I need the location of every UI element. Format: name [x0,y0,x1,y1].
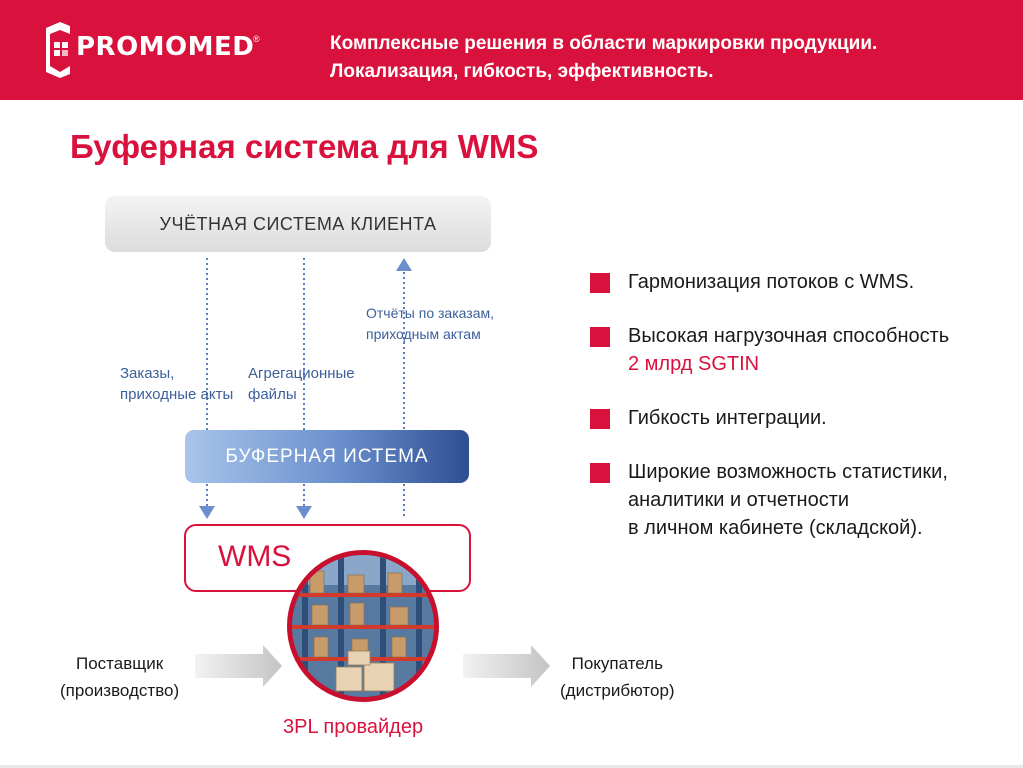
tagline-line-2: Локализация, гибкость, эффективность. [330,61,714,82]
client-accounting-system-box: УЧЁТНАЯ СИСТЕМА КЛИЕНТА [105,196,491,252]
flow-label-reports: Отчёты по заказам, приходным актам [366,303,494,345]
page-title: Буферная система для WMS [70,128,539,165]
benefit-item: Гибкость интеграции. [590,404,1010,432]
benefit-item: Широкие возможность статистики, аналитик… [590,458,1010,542]
flow-label-orders-line-2: приходные акты [120,386,234,403]
logo-wordmark: PROMOMED [76,32,255,62]
benefit-text-line-1: Широкие возможность статистики, [628,461,948,483]
flow-label-reports-line-1: Отчёты по заказам, [366,305,494,321]
warehouse-racks-illustration [292,555,434,697]
header-tagline: Комплексные решения в области маркировки… [330,30,877,86]
promomed-logo[interactable]: PROMOMED ® [40,22,300,78]
orders-arrow-down-icon [199,506,215,519]
benefit-text: Гармонизация потоков с WMS. [628,271,915,293]
provider-label: 3PL провайдер [283,716,424,738]
flow-label-aggregation: Агрегационные файлы [248,363,355,405]
supplier-label-line-2: (производство) [60,681,180,700]
flow-label-orders-line-1: Заказы, [120,365,175,382]
benefit-text-line-3: в личном кабинете (складской). [628,517,923,539]
buyer-label-line-1: Покупатель [571,654,663,673]
warehouse-image [287,550,439,702]
benefit-text-line-2: аналитики и отчетности [628,489,850,511]
aggregation-arrow-down-icon [296,506,312,519]
flow-label-aggregation-line-1: Агрегационные [248,365,355,382]
header-bar: PROMOMED ® Комплексные решения в области… [0,0,1023,100]
tagline-line-1: Комплексные решения в области маркировки… [330,33,878,54]
flow-label-aggregation-line-2: файлы [248,386,297,403]
supplier-arrow-icon [195,645,282,687]
benefit-item: Гармонизация потоков с WMS. [590,268,1010,296]
benefit-text: Гибкость интеграции. [628,407,827,429]
reports-arrow-up-icon [396,258,412,271]
supplier-label-line-1: Поставщик [75,654,164,673]
logo-shield-icon [46,22,70,78]
buyer-label: Покупатель (дистрибютор) [560,650,675,704]
footer-divider [0,765,1023,768]
red-square-bullet-icon [590,273,610,293]
benefit-item: Высокая нагрузочная способность 2 млрд S… [590,322,1010,378]
buyer-label-line-2: (дистрибютор) [560,681,675,700]
red-square-bullet-icon [590,463,610,483]
benefit-highlight: 2 млрд SGTIN [628,353,760,375]
logo-registered-mark: ® [253,34,260,44]
buyer-arrow-icon [463,645,550,687]
wms-label: WMS [218,540,292,573]
supplier-label: Поставщик (производство) [60,650,179,704]
benefits-list: Гармонизация потоков с WMS. Высокая нагр… [590,268,1010,568]
flow-label-reports-line-2: приходным актам [366,326,481,342]
red-square-bullet-icon [590,409,610,429]
buffer-system-box: БУФЕРНАЯ ИСТЕМА [185,430,469,483]
red-square-bullet-icon [590,327,610,347]
benefit-text: Высокая нагрузочная способность [628,325,950,347]
flow-label-orders: Заказы, приходные акты [120,363,233,405]
